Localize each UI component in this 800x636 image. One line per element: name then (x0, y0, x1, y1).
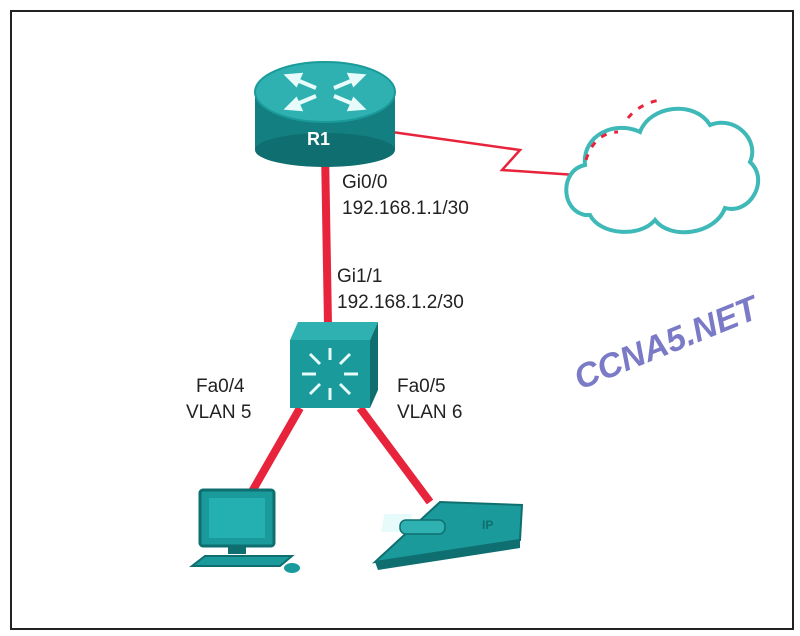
router-interface-label: Gi0/0 (342, 172, 387, 193)
pc-vlan-label: VLAN 5 (186, 402, 251, 423)
pc[interactable] (189, 488, 300, 573)
switch-pc-link (246, 406, 304, 497)
multilayer-switch[interactable] (290, 322, 378, 408)
router-label: R1 (307, 129, 330, 149)
router-switch-link (321, 149, 332, 326)
ip-phone[interactable]: IP (371, 500, 524, 570)
pc-port-label: Fa0/4 (196, 376, 245, 397)
switch-phone-link (356, 405, 434, 505)
switch-arrows-icon (302, 348, 358, 400)
switch-interface-label: Gi1/1 (337, 266, 382, 287)
wan-cloud (564, 98, 761, 235)
ip-phone-label-icon: IP (482, 518, 493, 532)
router-r1[interactable]: R1 (254, 61, 396, 167)
router-serial-link (391, 130, 577, 177)
switch-address-label: 192.168.1.2/30 (337, 292, 464, 313)
phone-vlan-label: VLAN 6 (397, 402, 462, 423)
router-address-label: 192.168.1.1/30 (342, 198, 469, 219)
links (246, 130, 577, 505)
router-arrows-icon (283, 72, 367, 112)
phone-port-label: Fa0/5 (397, 376, 446, 397)
watermark-text: CCNA5.NET (569, 288, 767, 397)
